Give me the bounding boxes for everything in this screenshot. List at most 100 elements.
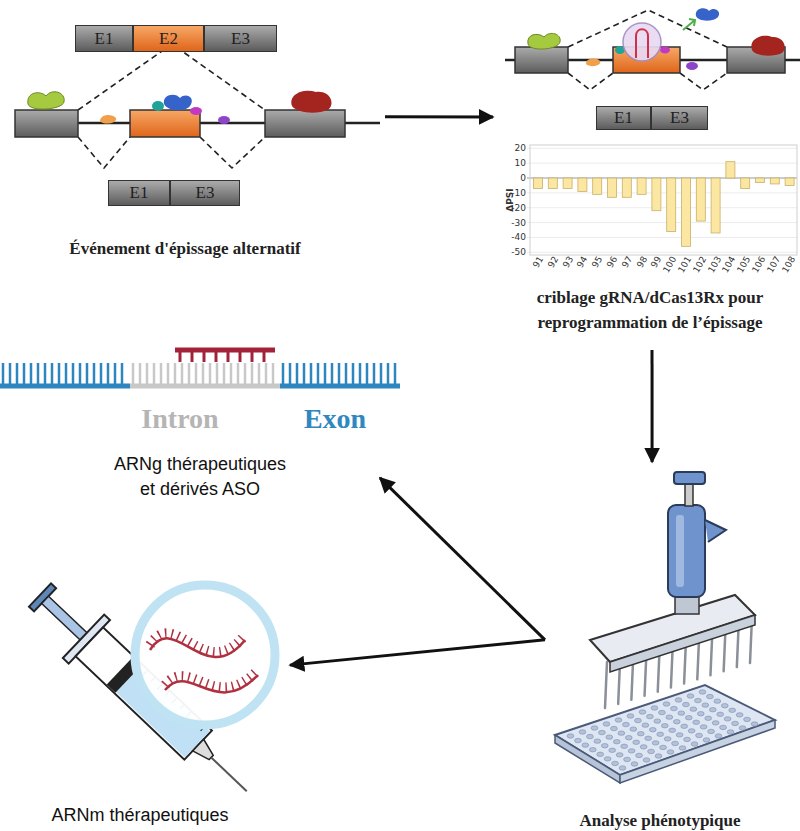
pipette-tip xyxy=(605,662,607,708)
plate-well xyxy=(693,720,700,724)
plate-well xyxy=(623,722,630,726)
plate-well xyxy=(697,712,704,716)
plate-well xyxy=(635,718,642,722)
dcas13-complex xyxy=(623,23,661,61)
plate-well xyxy=(606,735,613,739)
plate-well xyxy=(567,690,758,770)
rna-strand xyxy=(230,363,233,385)
rna-strand xyxy=(280,384,400,389)
panel-caption: criblage gRNA/dCas13Rx pour reprogrammat… xyxy=(515,285,785,335)
plate-well xyxy=(695,698,702,702)
rna-strand xyxy=(114,363,117,385)
rna-strand xyxy=(366,363,369,385)
plate-well xyxy=(744,717,751,721)
plate-well xyxy=(611,726,618,730)
chart-bar xyxy=(711,178,720,233)
rna-strand xyxy=(289,363,292,385)
rna-strand xyxy=(146,363,149,385)
chart-bar xyxy=(756,178,765,182)
rna-strand xyxy=(44,363,47,385)
multichannel-pipette xyxy=(620,720,775,783)
multichannel-pipette xyxy=(555,472,775,783)
plate-well xyxy=(654,719,661,723)
rna-strand xyxy=(202,363,205,385)
rna-strand xyxy=(160,363,163,385)
plate-well xyxy=(636,753,643,757)
rna-strand xyxy=(223,363,226,385)
rna-strand xyxy=(30,363,33,385)
splice-junction xyxy=(78,44,265,168)
plate-well xyxy=(655,754,662,758)
axis-tick: -40 xyxy=(500,231,526,243)
chart-grid xyxy=(527,222,797,223)
plate-well xyxy=(687,694,694,698)
panel-caption: Événement d'épissage alternatif xyxy=(15,236,355,261)
exon-box: E1 xyxy=(75,25,133,52)
panel-caption: ARNm thérapeutiques xyxy=(20,803,260,828)
chart-bar xyxy=(608,178,617,197)
plate-well xyxy=(684,737,691,741)
plate-well xyxy=(647,714,654,718)
rna-binding-protein xyxy=(291,91,331,113)
plate-well xyxy=(639,710,646,714)
splice-junction xyxy=(568,73,613,90)
rna-strand xyxy=(65,363,68,385)
rna-strand xyxy=(380,363,383,385)
plate-well xyxy=(657,732,664,736)
rna-strand xyxy=(37,363,40,385)
plate-well xyxy=(720,725,727,729)
plate-well xyxy=(667,750,674,754)
plate-well xyxy=(690,707,697,711)
rna-binding-protein xyxy=(190,107,202,115)
plate-well xyxy=(637,732,644,736)
plate-well xyxy=(700,725,707,729)
plate-well xyxy=(640,745,647,749)
rna-strand xyxy=(93,363,96,385)
rna-strand xyxy=(72,363,75,385)
flow-arrow xyxy=(651,350,654,462)
plate-well xyxy=(681,724,688,728)
magnifier-lens xyxy=(135,585,275,725)
splicing-reprogramming xyxy=(505,8,800,90)
rna-strand xyxy=(133,363,273,385)
plate-well xyxy=(651,706,658,710)
rna-strand xyxy=(338,363,341,385)
plate-well xyxy=(601,744,608,748)
rna-strand xyxy=(16,363,19,385)
chart-bar xyxy=(726,162,735,178)
plate-well xyxy=(703,738,710,742)
displaced-protein xyxy=(683,8,719,30)
rna-strand xyxy=(175,348,275,353)
plate-well xyxy=(628,749,635,753)
rna-strand xyxy=(258,363,261,385)
chart-bar xyxy=(593,178,602,194)
exon-label: E3 xyxy=(652,107,707,129)
rna-strand xyxy=(121,363,124,385)
rna-strand xyxy=(251,363,254,385)
plate-well xyxy=(696,733,703,737)
exon-box: E3 xyxy=(204,25,277,52)
rna-strand xyxy=(373,363,376,385)
plate-well xyxy=(615,718,622,722)
plate-well xyxy=(661,724,668,728)
rna-strand xyxy=(195,363,198,385)
displaced-protein xyxy=(683,19,695,30)
plate-well xyxy=(627,714,634,718)
exon-label: E3 xyxy=(205,26,276,51)
splice-junction xyxy=(78,44,265,110)
rna-binding-protein xyxy=(528,33,560,49)
rna-strand xyxy=(237,363,240,385)
plate-well xyxy=(724,717,731,721)
plate-well xyxy=(631,762,638,766)
chart-grid xyxy=(527,163,797,164)
exon-box: E1 xyxy=(108,180,170,206)
rna-strand xyxy=(86,363,89,385)
displaced-protein xyxy=(696,8,719,20)
rna-binding-protein xyxy=(28,92,64,109)
axis-tick: -50 xyxy=(500,246,526,258)
plate-well xyxy=(616,753,623,757)
chart-grid xyxy=(527,252,797,253)
plate-well xyxy=(729,708,736,712)
exon-box: E1 xyxy=(596,106,651,130)
